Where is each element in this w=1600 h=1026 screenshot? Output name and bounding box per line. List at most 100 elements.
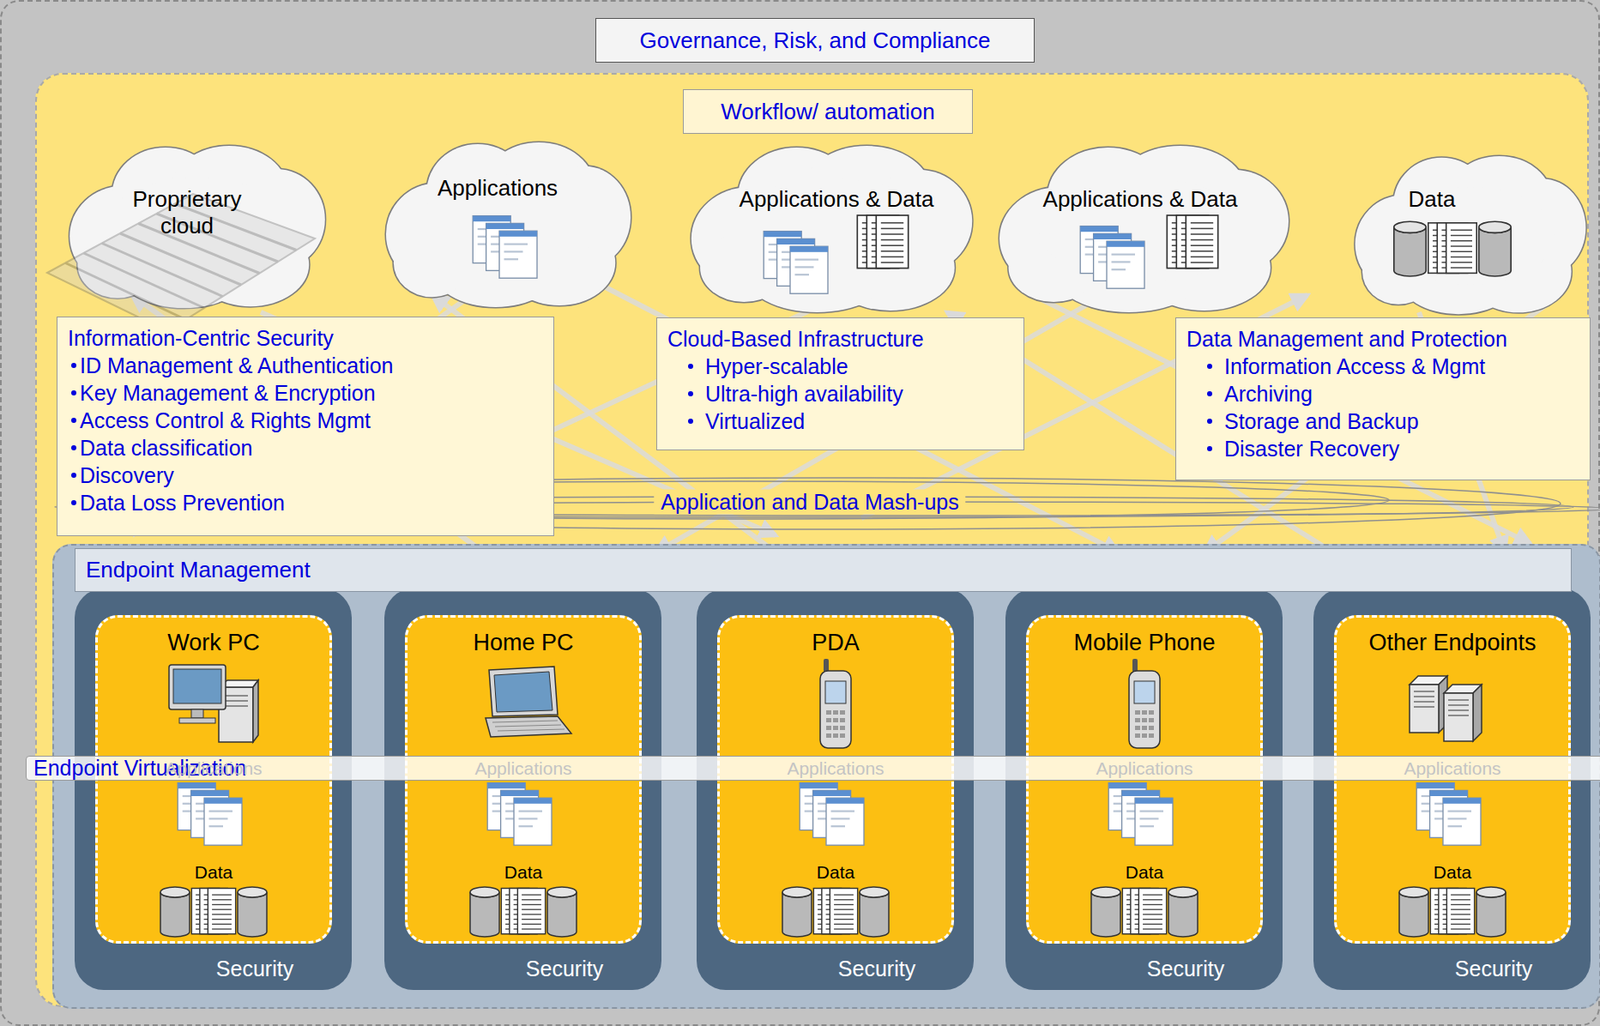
window-line bbox=[1140, 825, 1155, 828]
application-windows-icon bbox=[177, 783, 242, 846]
bullet-dot bbox=[71, 362, 77, 369]
bullet-item: Archiving bbox=[1186, 380, 1313, 408]
document-line bbox=[833, 904, 854, 906]
laptop-keys bbox=[492, 720, 558, 723]
document-line bbox=[211, 909, 232, 911]
handheld-key bbox=[826, 733, 832, 738]
band-label: Application and Data Mash-ups bbox=[653, 489, 966, 515]
background-arrow bbox=[603, 286, 1119, 553]
database-docs bbox=[1122, 888, 1166, 935]
cylinder-body bbox=[859, 892, 889, 937]
security-label: Security bbox=[1147, 956, 1225, 982]
window-title bbox=[777, 238, 816, 245]
window-line bbox=[519, 809, 544, 812]
bullet-item: Virtualized bbox=[667, 407, 805, 435]
server-slot bbox=[1413, 701, 1435, 703]
database-icon bbox=[782, 887, 889, 937]
cloud-lobe bbox=[729, 178, 935, 282]
cylinder-top bbox=[1476, 887, 1506, 898]
laptop-base bbox=[485, 716, 572, 737]
handheld-key bbox=[833, 718, 839, 723]
laptop-keys bbox=[495, 724, 562, 727]
document-line bbox=[1450, 918, 1471, 920]
cloud-outline bbox=[993, 144, 1295, 316]
endpoint-column: Home PCApplicationsDataSecurity bbox=[384, 588, 662, 991]
monitor-base bbox=[179, 718, 216, 724]
document-line bbox=[833, 909, 854, 911]
handheld-key bbox=[826, 725, 832, 731]
cloud-label: Applications bbox=[437, 175, 558, 202]
server-slot bbox=[1413, 696, 1435, 698]
endpoint-region: Endpoint ManagementWork PCApplicationsDa… bbox=[52, 543, 1600, 1009]
handheld-screen bbox=[1134, 681, 1155, 704]
window-title bbox=[472, 216, 511, 223]
document-stack-icon bbox=[191, 888, 236, 935]
cylinder-body bbox=[1479, 227, 1511, 277]
document-line bbox=[881, 239, 904, 242]
window-line bbox=[504, 258, 520, 260]
application-windows-icon bbox=[799, 783, 864, 846]
application-windows-icon bbox=[1108, 783, 1173, 846]
window-title bbox=[501, 790, 539, 797]
cylinder-body bbox=[1476, 892, 1506, 937]
window-title bbox=[204, 797, 242, 804]
window-title bbox=[1122, 790, 1160, 797]
tower-slot bbox=[223, 706, 248, 707]
document-line bbox=[881, 233, 904, 236]
window-line bbox=[504, 250, 524, 253]
database-icon bbox=[1091, 887, 1198, 937]
database-docs bbox=[813, 888, 858, 935]
window bbox=[513, 797, 552, 846]
document-line bbox=[881, 256, 904, 259]
box-row: Information-Centric Security bbox=[67, 324, 544, 352]
document-line bbox=[1142, 913, 1163, 915]
cylinder-body bbox=[160, 892, 190, 937]
window-line bbox=[209, 817, 229, 820]
mashup-ring bbox=[84, 477, 1561, 530]
window-title bbox=[1080, 226, 1118, 233]
window-line bbox=[1111, 260, 1131, 263]
bullet-item: Access Control & Rights Mgmt bbox=[67, 406, 371, 435]
box-row: Storage and Backup bbox=[1186, 407, 1580, 435]
document-line bbox=[521, 913, 542, 915]
server-icon bbox=[1409, 676, 1482, 742]
document-line bbox=[881, 261, 904, 264]
security-label: Security bbox=[1455, 956, 1533, 982]
heading-box: Endpoint Management bbox=[74, 548, 1572, 592]
document-line bbox=[1142, 904, 1163, 906]
document-line bbox=[521, 918, 542, 920]
applications-label: Applications bbox=[786, 758, 884, 779]
document-line bbox=[833, 893, 854, 895]
cylinder-top bbox=[470, 887, 500, 898]
window-line bbox=[831, 809, 856, 812]
monitor-stand bbox=[191, 709, 204, 719]
data-label: Data bbox=[1125, 862, 1164, 883]
endpoint-column: PDAApplicationsDataSecurity bbox=[696, 588, 974, 991]
document-line bbox=[1142, 909, 1163, 911]
document-line bbox=[1450, 899, 1471, 900]
box-row: Discovery bbox=[67, 461, 544, 490]
window-line bbox=[1140, 817, 1160, 820]
work-pc-icon bbox=[169, 664, 259, 743]
cylinder-top bbox=[1168, 887, 1198, 898]
handheld-key bbox=[1141, 718, 1148, 723]
document-stack-icon bbox=[857, 215, 908, 269]
data-label: Data bbox=[816, 862, 855, 883]
cylinder-top bbox=[160, 887, 190, 898]
window-title bbox=[513, 797, 552, 804]
document-line bbox=[1450, 893, 1471, 895]
window-title bbox=[1093, 233, 1132, 240]
window-title bbox=[1106, 241, 1145, 248]
handheld-body bbox=[820, 670, 852, 749]
document-page bbox=[517, 888, 545, 935]
server-slot bbox=[1413, 691, 1435, 693]
cylinder-top bbox=[1479, 221, 1511, 233]
document-line bbox=[211, 913, 232, 915]
bullet-item: ID Management & Authentication bbox=[67, 351, 394, 380]
document-stack-icon bbox=[1122, 888, 1166, 935]
endpoint-column: Work PCApplicationsDataSecurity bbox=[74, 588, 352, 991]
bullet-dot bbox=[1207, 391, 1213, 397]
handheld-key bbox=[1148, 733, 1154, 738]
bullet-dot bbox=[1207, 418, 1213, 424]
